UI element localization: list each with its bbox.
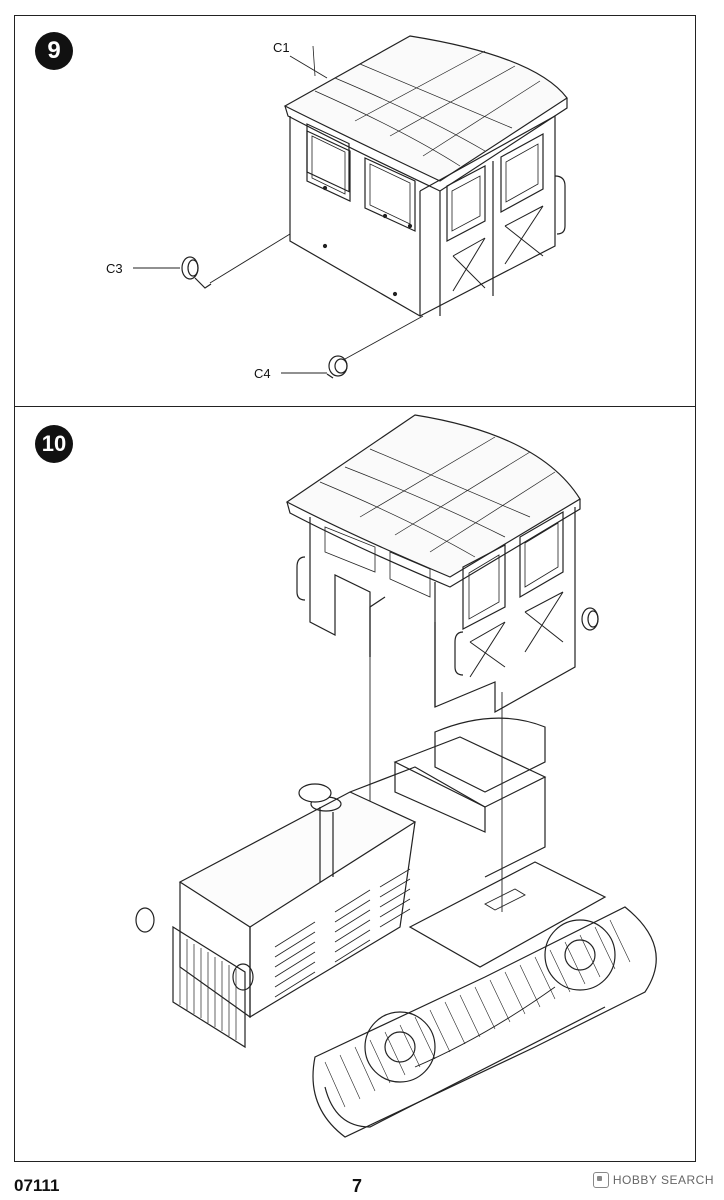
step-9-panel: 9	[14, 15, 696, 407]
hobby-search-logo-icon	[592, 1172, 609, 1188]
step-number-badge: 9	[35, 32, 73, 70]
step-10-panel: 10	[14, 407, 696, 1162]
watermark-text: HOBBY SEARCH	[612, 1173, 714, 1187]
leader-c1	[289, 55, 328, 79]
part-label-c3: C3	[106, 261, 123, 276]
light-part-c3	[181, 256, 212, 289]
tractor-body	[135, 717, 657, 1138]
cab-assembly-illustration	[133, 35, 568, 379]
cab-body	[296, 507, 599, 714]
step-number-badge: 10	[35, 425, 73, 463]
cab-body	[289, 114, 566, 318]
tractor-assembly-illustration	[135, 414, 657, 1138]
assembly-line-c4	[344, 315, 424, 360]
product-code: 07111	[14, 1176, 60, 1195]
part-label-c1: C1	[273, 40, 290, 55]
light-part-c4	[326, 355, 348, 379]
assembly-line-c3	[209, 233, 291, 284]
part-label-c4: C4	[254, 366, 271, 381]
watermark: HOBBY SEARCH	[592, 1172, 714, 1188]
cab-roof	[283, 35, 568, 192]
page-number: 7	[352, 1176, 363, 1196]
cab-roof	[285, 414, 581, 588]
